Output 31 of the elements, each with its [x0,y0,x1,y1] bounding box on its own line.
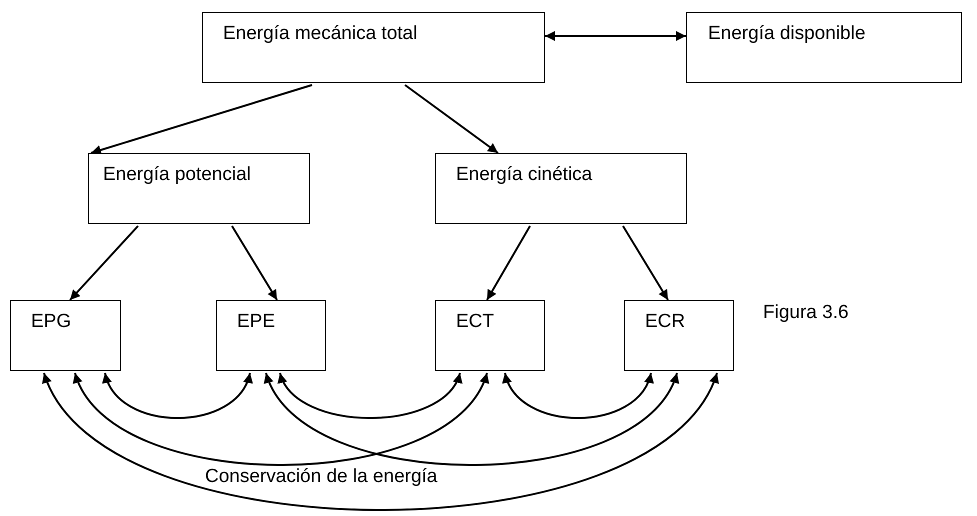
box-label: Energía cinética [456,164,592,186]
arrow [622,225,669,301]
concept-box [435,300,545,371]
box-label: ECT [456,311,494,333]
arrow [504,372,652,419]
arrow [43,372,718,511]
box-label: EPE [237,311,276,333]
concept-box [88,153,310,224]
arrow [545,31,686,41]
arrow [486,226,531,300]
box-label: Energía disponible [708,23,866,45]
box-label: EPG [31,311,72,333]
concept-box [624,300,734,371]
arrow [90,84,312,155]
concept-box [686,12,962,83]
figure-caption: Figura 3.6 [763,302,849,324]
arrow [231,225,278,301]
arrow [104,372,252,419]
concept-box [216,300,326,371]
arrow [279,372,461,419]
box-label: Energía mecánica total [223,23,418,45]
box-label: ECR [645,311,686,333]
arrow [69,225,139,301]
concept-box [10,300,121,371]
concept-box [202,12,545,83]
arrow [74,372,488,466]
diagram-note: Conservación de la energía [205,466,438,488]
box-label: Energía potencial [103,164,251,186]
arrow [265,372,678,466]
concept-box [435,153,687,224]
arrow [404,84,499,154]
